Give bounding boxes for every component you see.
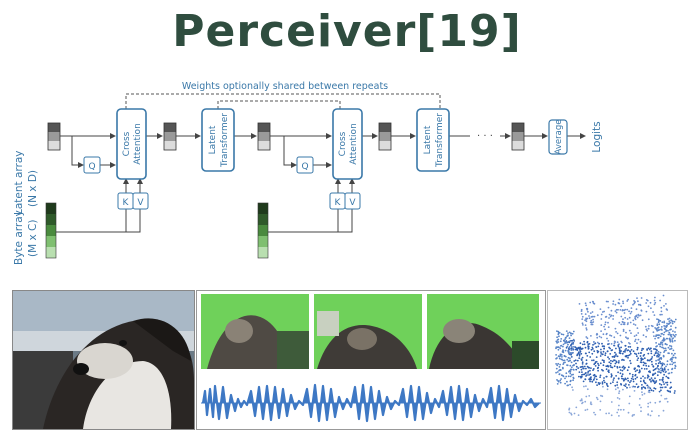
video-frame [201, 294, 309, 369]
average-block: Average [548, 119, 568, 155]
value-box-1: V [132, 192, 149, 210]
svg-text:(M x C): (M x C) [27, 220, 39, 257]
svg-text:Average: Average [554, 120, 564, 155]
svg-text:K: K [123, 198, 130, 208]
ellipsis: · · · [477, 131, 493, 142]
query-box-1: Q [83, 156, 101, 174]
page-title: Perceiver[19] [172, 6, 522, 57]
svg-text:Latent: Latent [423, 125, 433, 154]
svg-text:Transformer: Transformer [220, 113, 230, 168]
svg-text:Q: Q [301, 162, 308, 172]
latent-array-label: Latent array (N x D) [13, 150, 39, 215]
shared-weights-label: Weights optionally shared between repeat… [182, 81, 388, 92]
video-frame [427, 294, 539, 369]
svg-text:Latent: Latent [208, 125, 218, 154]
latent-array-block [47, 122, 61, 151]
point-cloud [547, 290, 688, 430]
svg-text:V: V [349, 198, 356, 208]
audio-waveform [201, 383, 541, 423]
dog-photo [12, 290, 195, 430]
svg-text:Transformer: Transformer [435, 113, 445, 168]
query-box-2: Q [296, 156, 314, 174]
byte-array-block-2 [257, 202, 269, 259]
video-frame [314, 294, 422, 369]
cross-attention-block-2: Cross Attention [332, 108, 363, 180]
latent-block-2 [163, 122, 177, 151]
perceiver-architecture-diagram: Weights optionally shared between repeat… [13, 81, 603, 265]
logits-label: Logits [591, 121, 603, 152]
byte-array-label: Byte array (M x C) [13, 210, 39, 265]
latent-transformer-block-2: Latent Transformer [416, 108, 450, 172]
svg-text:Cross: Cross [122, 131, 132, 156]
video-audio-panel [196, 290, 546, 430]
key-box-2: K [329, 192, 346, 210]
svg-text:Latent array: Latent array [13, 150, 25, 215]
svg-text:Q: Q [88, 162, 95, 172]
svg-text:Attention: Attention [349, 123, 359, 165]
svg-text:K: K [335, 198, 342, 208]
latent-transformer-block-1: Latent Transformer [201, 108, 235, 172]
latent-block-5 [511, 122, 525, 151]
svg-text:V: V [137, 198, 144, 208]
latent-block-3 [257, 122, 271, 151]
svg-text:(N x D): (N x D) [27, 170, 39, 207]
byte-array-block [45, 202, 57, 259]
latent-block-4 [378, 122, 392, 151]
shared-weights-bracket [125, 93, 441, 109]
svg-text:Byte array: Byte array [13, 210, 25, 265]
cross-attention-block-1: Cross Attention [116, 108, 147, 180]
svg-text:Cross: Cross [338, 131, 348, 156]
svg-text:Attention: Attention [133, 123, 143, 165]
value-box-2: V [344, 192, 361, 210]
key-box-1: K [117, 192, 134, 210]
